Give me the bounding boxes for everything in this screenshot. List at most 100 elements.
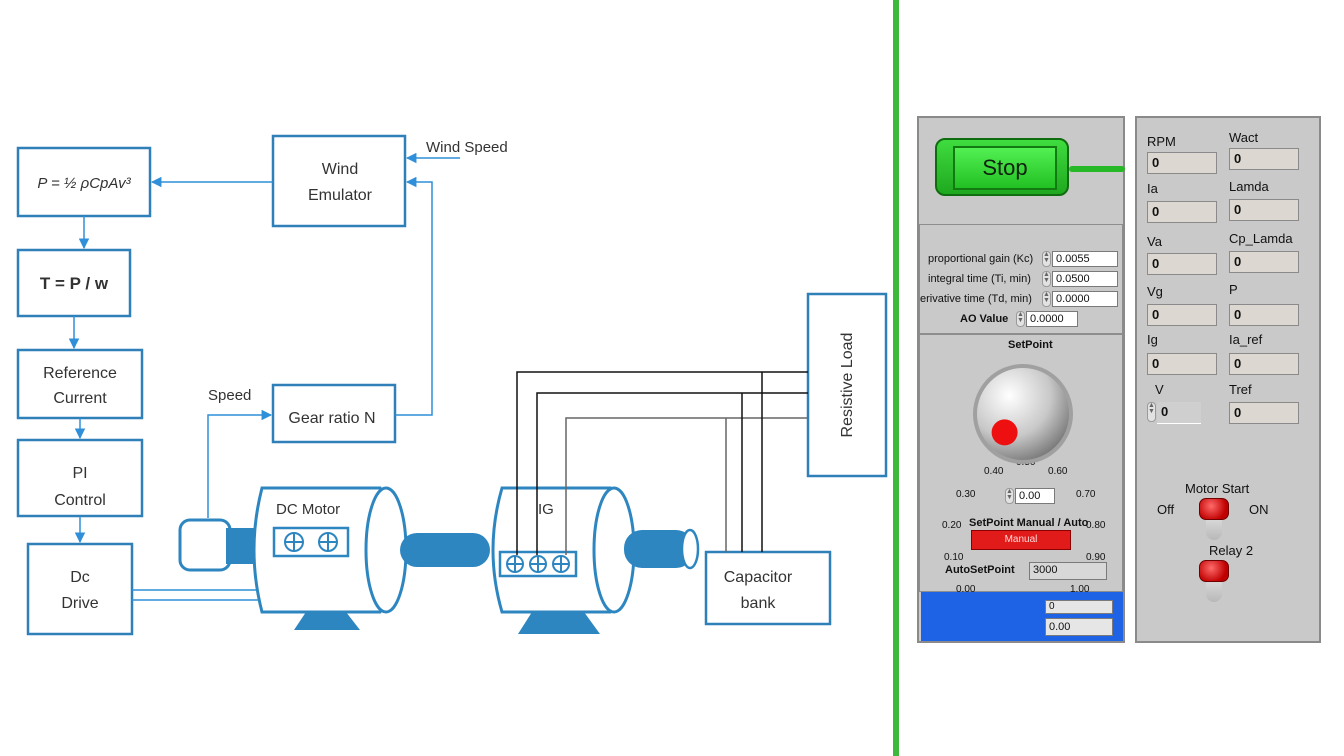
pi-control-block: PI Control: [16, 438, 144, 518]
auto-setpoint-value: 3000: [1029, 562, 1107, 580]
v-control[interactable]: 0: [1157, 402, 1201, 424]
td-input[interactable]: 0.0000: [1052, 291, 1118, 307]
capacitor-bank-line2: bank: [741, 595, 777, 612]
ti-label: integral time (Ti, min): [928, 273, 1031, 285]
td-label: erivative time (Td, min): [920, 293, 1032, 305]
dc-motor-assembly: [178, 486, 490, 630]
output-value-1: 0: [1045, 600, 1113, 614]
setpoint-tick: 0.30: [956, 489, 976, 500]
ig-label: IG: [538, 501, 554, 518]
kc-spinner[interactable]: ▲▼: [1042, 251, 1051, 267]
v-spinner[interactable]: ▲▼: [1147, 402, 1156, 422]
motor-start-label: Motor Start: [1185, 481, 1250, 496]
gear-ratio-block: Gear ratio N: [271, 383, 397, 444]
cp-lamda-indicator: 0: [1229, 251, 1299, 273]
lamda-indicator: 0: [1229, 199, 1299, 221]
reference-current-block: Reference Current: [16, 348, 144, 420]
torque-formula-text: T = P / w: [40, 274, 109, 293]
relay-2-label: Relay 2: [1209, 543, 1254, 558]
capacitor-bank-block: Capacitor bank: [704, 550, 832, 626]
setpoint-tick: 0.80: [1086, 520, 1106, 531]
ia-ref-label: Ia_ref: [1229, 332, 1263, 347]
ti-input[interactable]: 0.0500: [1052, 271, 1118, 287]
capacitor-bank-line1: Capacitor: [724, 569, 793, 586]
stop-button-label: Stop: [953, 146, 1057, 190]
power-formula-text: P = ½ ρCpAv³: [37, 175, 131, 192]
va-indicator: 0: [1147, 253, 1217, 275]
wact-label: Wact: [1229, 130, 1259, 145]
cp-lamda-label: Cp_Lamda: [1229, 231, 1293, 246]
resistive-load-text: Resistive Load: [839, 333, 856, 438]
setpoint-input[interactable]: 0.00: [1015, 488, 1055, 504]
pi-control-line2: Control: [54, 492, 106, 509]
setpoint-tick: 0.40: [984, 466, 1004, 477]
pi-control-line1: PI: [72, 465, 87, 482]
ao-label: AO Value: [960, 313, 1009, 325]
auto-setpoint-label: AutoSetPoint: [945, 564, 1015, 576]
ao-input[interactable]: 0.0000: [1026, 311, 1078, 327]
rpm-indicator: 0: [1147, 152, 1217, 174]
setpoint-tick: 0.20: [942, 520, 962, 531]
setpoint-tick: 0.90: [1086, 552, 1106, 563]
wind-emulator-line1: Wind: [322, 161, 358, 178]
ig-assembly: [491, 486, 700, 634]
setpoint-tick: 0.70: [1076, 489, 1096, 500]
vg-indicator: 0: [1147, 304, 1217, 326]
wind-speed-label: Wind Speed: [426, 139, 508, 156]
setpoint-spinner[interactable]: ▲▼: [1005, 488, 1014, 504]
reference-current-line2: Current: [53, 390, 107, 407]
ia-label: Ia: [1147, 181, 1158, 196]
setpoint-title: SetPoint: [1008, 339, 1053, 351]
p-label: P: [1229, 282, 1238, 297]
setpoint-knob-indicator: [991, 419, 1018, 446]
motor-start-switch[interactable]: [1199, 496, 1229, 542]
stop-button-cable: [1069, 166, 1125, 172]
va-label: Va: [1147, 234, 1162, 249]
kc-label: proportional gain (Kc): [928, 253, 1034, 265]
ig-indicator: 0: [1147, 353, 1217, 375]
ig-label: Ig: [1147, 332, 1158, 347]
manual-auto-toggle[interactable]: Manual: [971, 530, 1071, 550]
wind-emulator-block: Wind Emulator: [271, 134, 407, 228]
dc-drive-block: Dc Drive: [26, 542, 134, 636]
three-phase-wiring: [516, 371, 808, 555]
td-spinner[interactable]: ▲▼: [1042, 291, 1051, 307]
measurements-panel: RPM 0 Wact 0 Ia 0 Lamda 0 Va 0 Cp_Lamda …: [1135, 116, 1321, 643]
stop-button[interactable]: Stop: [935, 130, 1069, 204]
setpoint-tick: 0.60: [1048, 466, 1068, 477]
off-label: Off: [1157, 502, 1175, 517]
vg-label: Vg: [1147, 284, 1163, 299]
relay-2-switch[interactable]: [1199, 558, 1229, 604]
setpoint-tick: 1.00: [1070, 584, 1090, 595]
output-area: 0 0.00: [921, 592, 1123, 641]
mode-label: SetPoint Manual / Auto: [969, 517, 1089, 529]
p-indicator: 0: [1229, 304, 1299, 326]
dc-drive-line1: Dc: [70, 569, 90, 586]
dc-motor-label: DC Motor: [276, 501, 340, 518]
wact-indicator: 0: [1229, 148, 1299, 170]
ia-indicator: 0: [1147, 201, 1217, 223]
tref-indicator: 0: [1229, 402, 1299, 424]
dc-drive-line2: Drive: [61, 595, 98, 612]
control-panel: Stop proportional gain (Kc) ▲▼ 0.0055 in…: [917, 116, 1125, 643]
setpoint-tick: 0.00: [956, 584, 976, 595]
ao-spinner[interactable]: ▲▼: [1016, 311, 1025, 327]
system-block-diagram: P = ½ ρCpAv³ T = P / w Reference Current…: [16, 134, 888, 636]
setpoint-knob[interactable]: [971, 362, 1075, 466]
output-value-2: 0.00: [1045, 618, 1113, 636]
tref-label: Tref: [1229, 382, 1252, 397]
pid-settings-section: proportional gain (Kc) ▲▼ 0.0055 integra…: [919, 224, 1123, 334]
divider-line: [893, 0, 899, 756]
v-label: V: [1155, 382, 1164, 397]
power-formula-block: P = ½ ρCpAv³: [16, 146, 152, 218]
gear-ratio-text: Gear ratio N: [288, 410, 375, 427]
speed-label: Speed: [208, 387, 251, 404]
setpoint-tick: 0.10: [944, 552, 964, 563]
on-label: ON: [1249, 502, 1269, 517]
reference-current-line1: Reference: [43, 365, 117, 382]
torque-formula-block: T = P / w: [16, 248, 132, 318]
wind-emulator-line2: Emulator: [308, 187, 373, 204]
resistive-load-block: Resistive Load: [806, 292, 888, 478]
kc-input[interactable]: 0.0055: [1052, 251, 1118, 267]
ti-spinner[interactable]: ▲▼: [1042, 271, 1051, 287]
